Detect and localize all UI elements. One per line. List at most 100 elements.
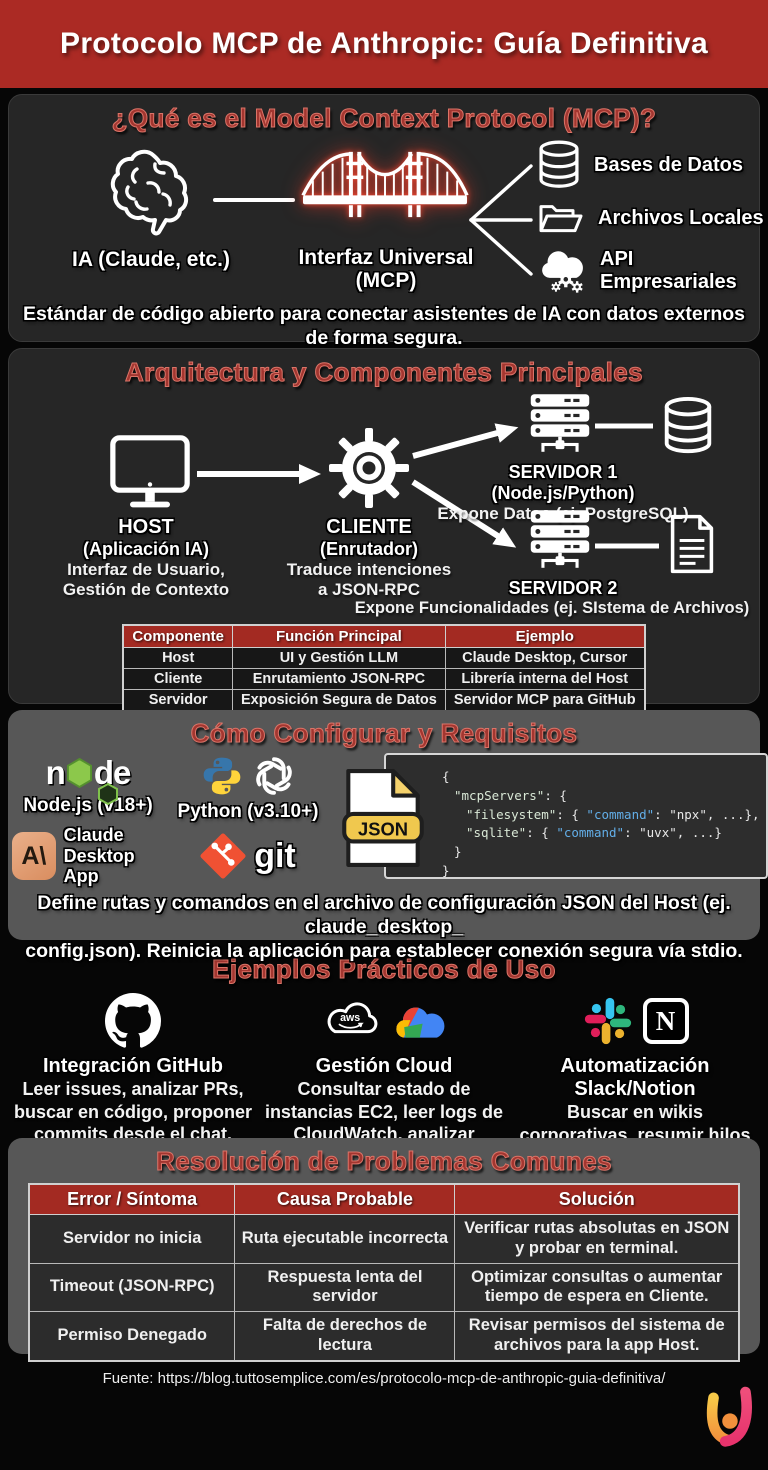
table-row: Host UI y Gestión LLM Claude Desktop, Cu…	[122, 647, 646, 669]
list-item: API Empresariales	[537, 244, 768, 298]
table-row: Cliente Enrutamiento JSON-RPC Librería i…	[122, 668, 646, 690]
section5-title: Resolución de Problemas Comunes	[156, 1146, 613, 1177]
table-cell: Exposición Segura de Datos	[232, 689, 446, 712]
components-table: Componente Función Principal Ejemplo Hos…	[122, 624, 646, 712]
client-desc-line2: a JSON-RPC	[317, 580, 421, 600]
architecture-diagram: HOST (Aplicación IA) Interfaz de Usuario…	[15, 388, 753, 622]
target-label: Bases de Datos	[594, 153, 743, 176]
openai-logo-icon	[251, 753, 297, 799]
bridge-label: Interfaz Universal (MCP)	[291, 246, 481, 292]
table-cell: Verificar rutas absolutas en JSON y prob…	[454, 1214, 740, 1264]
section3-desc-line2: config.json). Reinicia la aplicación par…	[25, 940, 743, 963]
example-title: Automatización Slack/Notion	[560, 1055, 710, 1100]
table-cell: Timeout (JSON-RPC)	[28, 1262, 236, 1313]
section4-title: Ejemplos Prácticos de Uso	[212, 954, 556, 985]
node-word-part1: n	[45, 754, 66, 791]
column-header: Error / Síntoma	[28, 1183, 236, 1215]
bridge-label-line2: (MCP)	[355, 269, 417, 293]
table-cell: Cliente	[122, 668, 234, 690]
footer: Fuente: https://blog.tuttosemplice.com/e…	[0, 1354, 768, 1387]
git-requirement: git	[164, 827, 332, 885]
host-name: HOST	[118, 516, 174, 538]
server1-sub: (Node.js/Python)	[491, 483, 635, 503]
server1-icon	[529, 394, 591, 460]
json-badge-text: JSON	[358, 818, 408, 839]
code-line: "filesystem": { "command": "npx", ...},	[466, 806, 760, 822]
section-what-is-mcp: ¿Qué es el Model Context Protocol (MCP)?…	[8, 94, 764, 398]
code-line: }	[442, 862, 450, 878]
client-label: CLIENTE (Enrutador) Traduce intenciones …	[265, 516, 473, 600]
monitor-icon	[107, 434, 193, 514]
python-logo-icon	[200, 754, 244, 798]
database-icon	[537, 139, 581, 191]
list-item: Archivos Locales	[537, 192, 768, 244]
section3-desc-line1: Define rutas y comandos en el archivo de…	[37, 892, 731, 939]
column-header: Causa Probable	[234, 1183, 456, 1215]
brand-logo-icon	[700, 1384, 758, 1462]
ia-label: IA (Claude, etc.)	[72, 248, 230, 271]
code-line: "sqlite": { "command": "uvx", ...}	[466, 825, 722, 841]
client-desc-line1: Traduce intenciones	[286, 560, 452, 579]
gear-icon	[329, 428, 409, 508]
client-name: CLIENTE	[326, 516, 412, 538]
bridge-icon	[301, 136, 469, 230]
aws-cloud-icon: aws	[320, 998, 382, 1044]
table-cell: Servidor	[122, 689, 234, 712]
table-row: Servidor no inicia Ruta ejecutable incor…	[28, 1214, 740, 1264]
table-cell: Permiso Denegado	[28, 1311, 236, 1362]
arrow-lines	[197, 423, 659, 549]
cloud-gears-icon	[537, 243, 587, 299]
table-cell: Host	[122, 647, 234, 669]
section-configuration: Cómo Configurar y Requisitos n de	[8, 710, 768, 962]
mcp-overview-diagram: IA (Claude, etc.)	[9, 134, 764, 302]
server2-label: SERVIDOR 2	[423, 578, 703, 599]
table-cell: Servidor no inicia	[28, 1214, 236, 1264]
table-header-row: Componente Función Principal Ejemplo	[122, 624, 646, 648]
document-icon	[667, 514, 717, 574]
server2-desc: Expone Funcionalidades (ej. SIstema de A…	[354, 599, 750, 617]
anthropic-glyph: A\	[21, 841, 47, 870]
host-label: HOST (Aplicación IA) Interfaz de Usuario…	[30, 516, 262, 600]
python-requirement: Python (v3.10+)	[164, 753, 332, 827]
host-desc-line1: Interfaz de Usuario,	[67, 560, 225, 579]
requirements-logos: n de Node.js (v18+)	[12, 753, 332, 886]
host-sub: (Aplicación IA)	[82, 539, 209, 559]
claude-app-icon: A\	[12, 832, 56, 880]
fanout-lines	[469, 164, 533, 276]
code-line: }	[454, 844, 462, 859]
aws-text: aws	[340, 1012, 360, 1024]
table-row: Servidor Exposición Segura de Datos Serv…	[122, 689, 646, 712]
section-troubleshooting: Resolución de Problemas Comunes Error / …	[8, 1138, 760, 1362]
table-cell: Respuesta lenta del servidor	[234, 1262, 456, 1313]
table-row: Permiso Denegado Falta de derechos de le…	[28, 1311, 740, 1362]
code-line: "mcpServers": {	[454, 787, 567, 803]
database-icon	[661, 396, 715, 456]
section1-title: ¿Qué es el Model Context Protocol (MCP)?	[111, 103, 657, 134]
server2-name: SERVIDOR 2	[508, 578, 618, 598]
git-label: git	[254, 836, 296, 875]
server1-name: SERVIDOR 1	[508, 462, 618, 482]
nodejs-logo-icon: n de	[45, 753, 131, 805]
column-header: Función Principal	[232, 624, 446, 648]
table-cell: Servidor MCP para GitHub	[444, 689, 646, 712]
table-cell: UI y Gestión LLM	[232, 647, 446, 669]
list-item: Bases de Datos	[537, 138, 768, 192]
config-row: n de Node.js (v18+)	[8, 749, 768, 886]
github-icon	[105, 993, 161, 1049]
brain-icon	[101, 142, 205, 242]
target-label: Archivos Locales	[598, 206, 764, 229]
table-cell: Optimizar consultas o aumentar tiempo de…	[454, 1262, 740, 1313]
troubleshooting-table: Error / Síntoma Causa Probable Solución …	[28, 1183, 740, 1362]
table-cell: Claude Desktop, Cursor	[444, 647, 646, 669]
column-header: Solución	[454, 1183, 740, 1215]
code-line: {	[442, 769, 450, 784]
target-label: API Empresariales	[600, 248, 737, 293]
notion-icon: N	[642, 998, 689, 1044]
claude-requirement: A\ Claude Desktop App	[12, 825, 164, 886]
table-cell: Enrutamiento JSON-RPC	[232, 668, 446, 690]
slack-icon	[582, 995, 634, 1047]
target-list: Bases de Datos Archivos Locales	[537, 138, 768, 298]
example-title: Integración GitHub	[43, 1055, 223, 1077]
folder-icon	[537, 197, 585, 239]
